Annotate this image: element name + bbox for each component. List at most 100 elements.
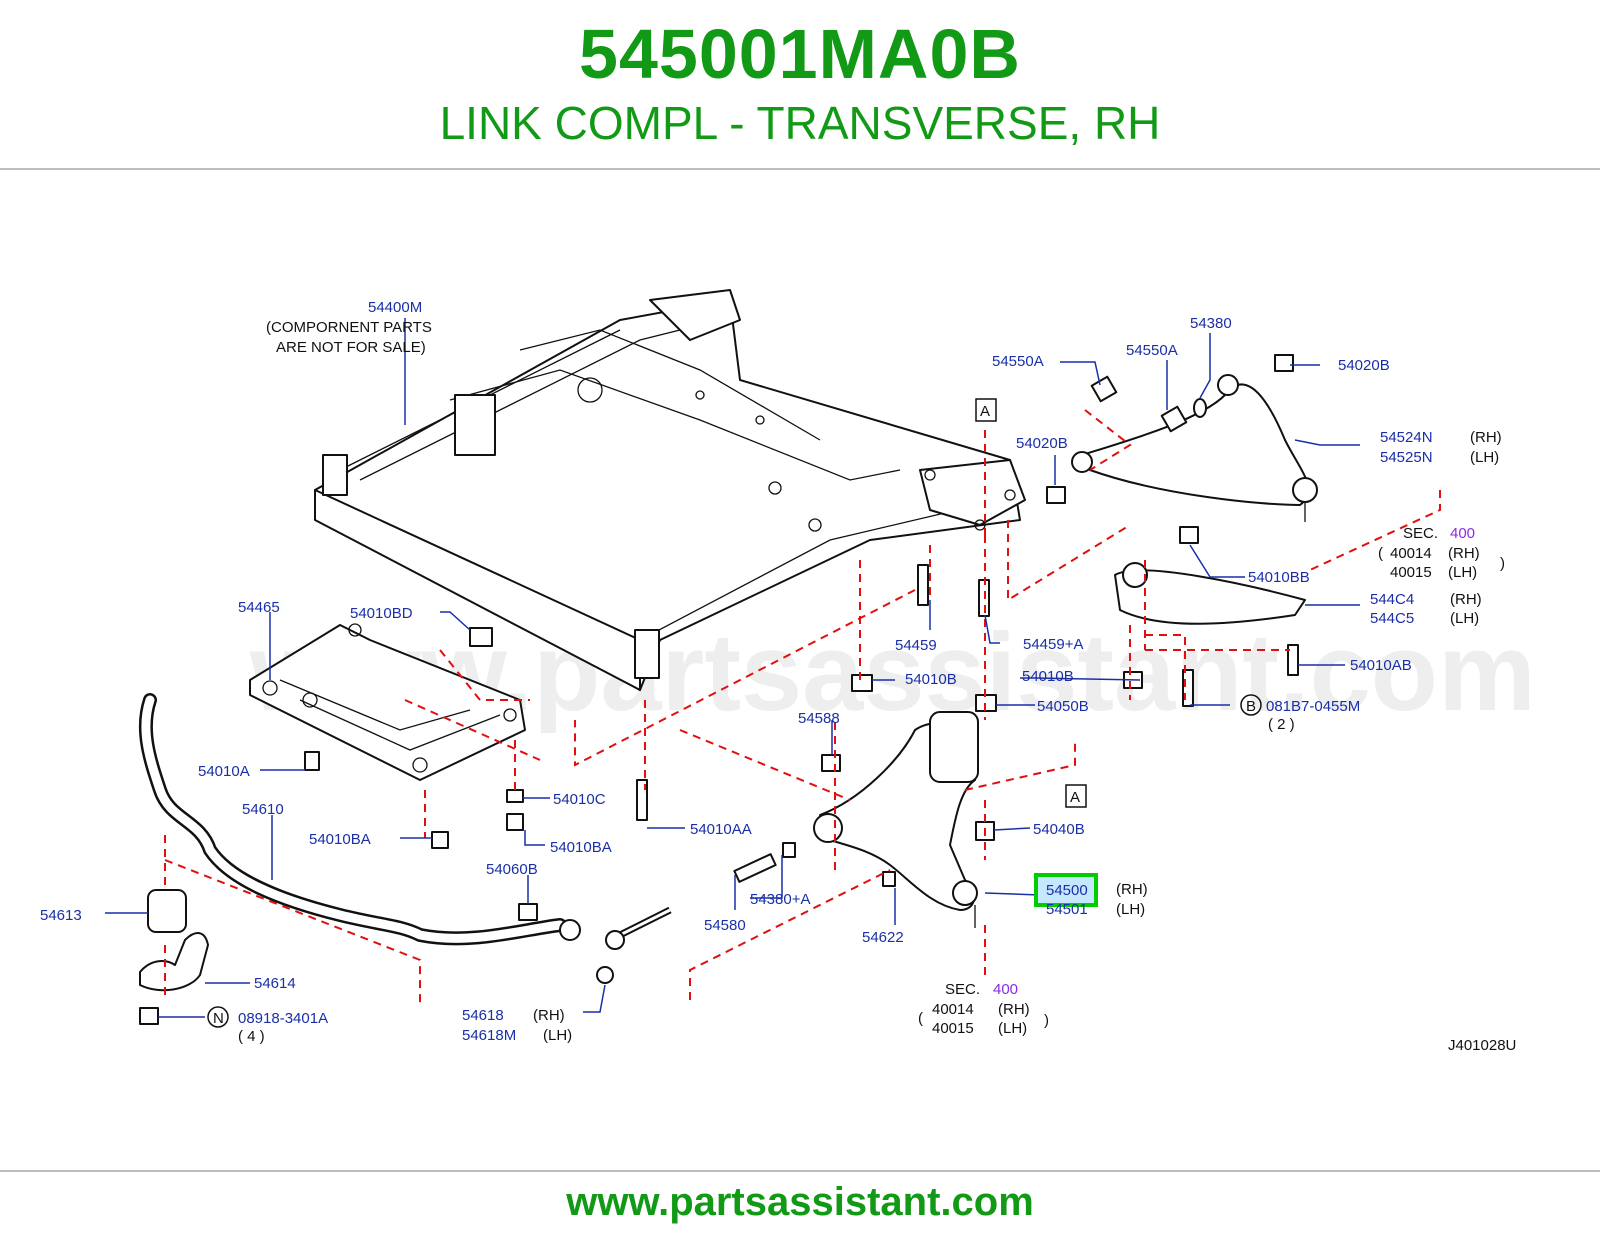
label-rh: (RH) [1116,881,1148,898]
stiffener-plate-drawing [249,623,526,781]
bolt-icon [1090,375,1118,403]
label-54010AB[interactable]: 54010AB [1350,657,1412,674]
label-sec: SEC. [1403,525,1438,542]
label-lh: (LH) [1116,901,1145,918]
note-component-1: (COMPORNENT PARTS [266,319,432,336]
label-rh: (RH) [998,1001,1030,1018]
label-544C5[interactable]: 544C5 [1370,610,1414,627]
label-qty-4: ( 4 ) [238,1028,265,1045]
nut-icon [139,1007,159,1025]
transverse-link-drawing [813,711,979,928]
bolt-icon [733,853,777,883]
circle-n-icon [207,1006,229,1028]
label-54010C[interactable]: 54010C [553,791,606,808]
label-40015: 40015 [1390,564,1432,581]
label-sec-400-bottom[interactable]: 400 [993,981,1018,998]
label-54459[interactable]: 54459 [895,637,937,654]
label-sec-400[interactable]: 400 [1450,525,1475,542]
tension-rod-drawing [1114,562,1306,625]
label-54613[interactable]: 54613 [40,907,82,924]
label-54010BB[interactable]: 54010BB [1248,569,1310,586]
header-divider [0,168,1600,170]
stabilizer-bar-drawing [138,693,581,946]
paren-close-bottom: ) [1044,1012,1049,1029]
label-54614[interactable]: 54614 [254,975,296,992]
label-54380[interactable]: 54380 [1190,315,1232,332]
label-544C4[interactable]: 544C4 [1370,591,1414,608]
label-sec-bottom: SEC. [945,981,980,998]
nut-icon [431,831,449,849]
label-54501[interactable]: 54501 [1046,901,1088,918]
nut-icon [506,813,524,831]
label-54020B-left[interactable]: 54020B [1016,435,1068,452]
label-rh: (RH) [1450,591,1482,608]
label-54550A-2[interactable]: 54550A [1126,342,1178,359]
paren-open: ( [1378,545,1383,562]
label-54380A[interactable]: 54380+A [750,891,810,908]
label-40015-bottom: 40015 [932,1020,974,1037]
label-54618[interactable]: 54618 [462,1007,504,1024]
label-54524N[interactable]: 54524N [1380,429,1433,446]
bolt-icon [1182,669,1194,707]
label-54040B[interactable]: 54040B [1033,821,1085,838]
nut-icon [1179,526,1199,544]
label-54020B-top[interactable]: 54020B [1338,357,1390,374]
label-081B7-0455M[interactable]: 081B7-0455M [1266,698,1360,715]
part-number-title: 545001MA0B [579,15,1021,93]
label-54060B[interactable]: 54060B [486,861,538,878]
label-54588[interactable]: 54588 [798,710,840,727]
label-54500[interactable]: 54500 [1046,882,1088,899]
paren-open-bottom: ( [918,1010,923,1027]
label-40014: 40014 [1390,545,1432,562]
label-54580[interactable]: 54580 [704,917,746,934]
label-lh: (LH) [998,1020,1027,1037]
washer-icon [506,789,524,803]
nut-icon [1274,354,1294,372]
diagram-id: J401028U [1448,1037,1516,1054]
bolt-icon [1160,405,1188,433]
label-lh: (LH) [1448,564,1477,581]
label-box-a-top: A [980,403,990,420]
part-name-subtitle: LINK COMPL - TRANSVERSE, RH [439,97,1161,149]
subframe-drawing [314,289,1026,691]
label-54010BA-2[interactable]: 54010BA [550,839,612,856]
label-54610[interactable]: 54610 [242,801,284,818]
footer-divider [0,1170,1600,1172]
highlight-54500[interactable] [1034,873,1098,907]
label-54459A[interactable]: 54459+A [1023,636,1083,653]
label-54010BD[interactable]: 54010BD [350,605,413,622]
label-qty-2: ( 2 ) [1268,716,1295,733]
label-54618M[interactable]: 54618M [462,1027,516,1044]
label-54050B[interactable]: 54050B [1037,698,1089,715]
bolt-icon [917,564,929,606]
paren-close: ) [1500,555,1505,572]
label-54010BA-1[interactable]: 54010BA [309,831,371,848]
label-54010A[interactable]: 54010A [198,763,250,780]
label-54525N[interactable]: 54525N [1380,449,1433,466]
label-rh: (RH) [533,1007,565,1024]
label-rh: (RH) [1470,429,1502,446]
label-box-a-bottom: A [1070,789,1080,806]
ref-box-a-top [975,398,997,422]
bushing-icon [821,754,841,772]
assembly-lines [164,409,1441,1005]
label-lh: (LH) [1450,610,1479,627]
label-54622[interactable]: 54622 [862,929,904,946]
label-54010B-1[interactable]: 54010B [905,671,957,688]
label-54400M[interactable]: 54400M [368,299,422,316]
stabilizer-link-drawing [596,906,672,984]
label-54010AA[interactable]: 54010AA [690,821,752,838]
stabilizer-bushing-drawing [139,889,209,992]
part-labels: 54400M (COMPORNENT PARTS ARE NOT FOR SAL… [40,299,1516,1054]
bolt-icon [1287,644,1299,676]
footer-url-link[interactable]: www.partsassistant.com [566,1180,1034,1224]
label-54010B-2[interactable]: 54010B [1022,668,1074,685]
label-08918-3401A[interactable]: 08918-3401A [238,1010,328,1027]
ref-box-a-bottom [1065,784,1087,808]
long-bolt-icon [636,779,648,821]
label-54465[interactable]: 54465 [238,599,280,616]
label-54550A-1[interactable]: 54550A [992,353,1044,370]
washer-icon [1193,398,1207,418]
circle-b-icon [1240,694,1262,716]
